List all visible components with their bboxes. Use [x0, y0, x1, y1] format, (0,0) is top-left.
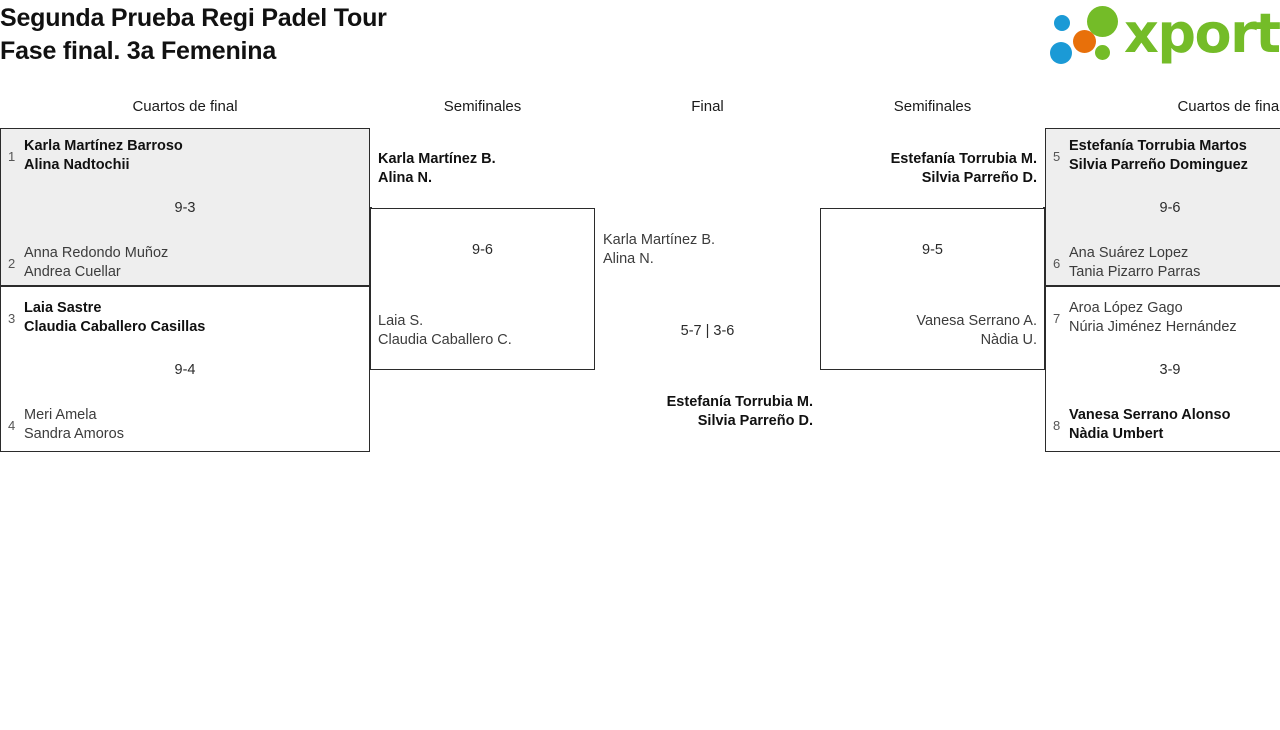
- team-name-loser[interactable]: Vanesa Serrano A. Nàdia U.: [824, 312, 1037, 350]
- player-name-line: Estefanía Torrubia M.: [666, 394, 813, 410]
- xporty-logo[interactable]: xporty: [1048, 2, 1280, 68]
- match-box-quarterfinal-4[interactable]: [1045, 286, 1280, 452]
- match-score: 9-4: [174, 362, 196, 378]
- seed-number: 7: [1053, 311, 1061, 326]
- seed-number: 2: [8, 256, 16, 271]
- team-name-champion[interactable]: Estefanía Torrubia M. Silvia Parreño D.: [600, 393, 813, 431]
- player-name-line: Alina Nadtochii: [24, 157, 130, 173]
- match-score: 3-9: [1159, 362, 1181, 378]
- player-name-line: Silvia Parreño D.: [921, 170, 1037, 186]
- team-name-loser[interactable]: Ana Suárez Lopez Tania Pizarro Parras: [1069, 244, 1200, 282]
- round-header-quarterfinals-left: Cuartos de final: [132, 98, 238, 115]
- match-score-final: 5-7 | 3-6: [680, 323, 735, 339]
- match-box-quarterfinal-2[interactable]: [0, 286, 370, 452]
- logo-dot-green-large-icon: [1087, 6, 1118, 37]
- player-name-line: Anna Redondo Muñoz: [24, 245, 169, 261]
- match-box-semifinal-2[interactable]: [820, 208, 1045, 370]
- match-box-quarterfinal-3[interactable]: [1045, 128, 1280, 286]
- player-name-line: Alina N.: [378, 170, 432, 186]
- player-name-line: Karla Martínez B.: [603, 232, 716, 248]
- round-header-semifinals-left: Semifinales: [443, 98, 522, 115]
- connector-line-left: [370, 207, 372, 208]
- match-score: 9-3: [174, 200, 196, 216]
- team-name-loser[interactable]: Meri Amela Sandra Amoros: [24, 406, 124, 444]
- match-score: 9-6: [1159, 200, 1181, 216]
- page-title: Segunda Prueba Regi Padel Tour Fase fina…: [0, 2, 387, 68]
- player-name-line: Tania Pizarro Parras: [1069, 264, 1201, 280]
- player-name-line: Estefanía Torrubia M.: [890, 151, 1037, 167]
- team-name-winner[interactable]: Estefanía Torrubia M. Silvia Parreño D.: [824, 150, 1037, 188]
- player-name-line: Laia S.: [378, 313, 424, 329]
- player-name-line: Silvia Parreño Dominguez: [1069, 157, 1248, 173]
- team-name-winner[interactable]: Karla Martínez B. Alina N.: [378, 150, 496, 188]
- seed-number: 6: [1053, 256, 1061, 271]
- match-score: 9-5: [922, 242, 943, 258]
- team-name-winner[interactable]: Estefanía Torrubia Martos Silvia Parreño…: [1069, 137, 1248, 175]
- player-name-line: Claudia Caballero C.: [378, 332, 512, 348]
- connector-line-right: [1043, 207, 1045, 208]
- logo-dot-blue-small-icon: [1054, 15, 1070, 31]
- player-name-line: Sandra Amoros: [24, 426, 124, 442]
- player-name-line: Andrea Cuellar: [24, 264, 121, 280]
- seed-number: 4: [8, 418, 16, 433]
- player-name-line: Karla Martínez B.: [378, 151, 496, 167]
- player-name-line: Núria Jiménez Hernández: [1069, 319, 1237, 335]
- player-name-line: Vanesa Serrano A.: [916, 313, 1037, 329]
- tournament-name: Segunda Prueba Regi Padel Tour: [0, 4, 387, 32]
- round-header-quarterfinals-right: Cuartos de final: [1177, 98, 1280, 115]
- tournament-phase: Fase final. 3a Femenina: [0, 37, 277, 65]
- player-name-line: Vanesa Serrano Alonso: [1069, 407, 1231, 423]
- seed-number: 1: [8, 149, 16, 164]
- team-name-winner[interactable]: Vanesa Serrano Alonso Nàdia Umbert: [1069, 406, 1230, 444]
- seed-number: 5: [1053, 149, 1061, 164]
- match-box-quarterfinal-1[interactable]: [0, 128, 370, 286]
- player-name-line: Laia Sastre: [24, 300, 102, 316]
- player-name-line: Estefanía Torrubia Martos: [1069, 138, 1247, 154]
- logo-dot-blue-large-icon: [1050, 42, 1072, 64]
- team-name-loser[interactable]: Anna Redondo Muñoz Andrea Cuellar: [24, 244, 168, 282]
- team-name-winner[interactable]: Laia Sastre Claudia Caballero Casillas: [24, 299, 205, 337]
- team-name-finalist-runnerup[interactable]: Karla Martínez B. Alina N.: [603, 231, 715, 269]
- seed-number: 8: [1053, 418, 1061, 433]
- player-name-line: Silvia Parreño D.: [697, 413, 813, 429]
- team-name-loser[interactable]: Laia S. Claudia Caballero C.: [378, 312, 512, 350]
- player-name-line: Karla Martínez Barroso: [24, 138, 183, 154]
- logo-dot-green-small-icon: [1095, 45, 1110, 60]
- player-name-line: Alina N.: [603, 251, 654, 267]
- match-score: 9-6: [472, 242, 493, 258]
- seed-number: 3: [8, 311, 16, 326]
- team-name-loser[interactable]: Aroa López Gago Núria Jiménez Hernández: [1069, 299, 1237, 337]
- page-header: Segunda Prueba Regi Padel Tour Fase fina…: [0, 0, 1280, 92]
- player-name-line: Meri Amela: [24, 407, 97, 423]
- round-header-final: Final: [691, 98, 724, 115]
- logo-dot-orange-icon: [1073, 30, 1096, 53]
- logo-wordmark: xporty: [1124, 2, 1280, 65]
- player-name-line: Aroa López Gago: [1069, 300, 1183, 316]
- player-name-line: Claudia Caballero Casillas: [24, 319, 206, 335]
- team-name-winner[interactable]: Karla Martínez Barroso Alina Nadtochii: [24, 137, 183, 175]
- logo-dots-icon: [1048, 4, 1126, 68]
- round-header-semifinals-right: Semifinales: [893, 98, 972, 115]
- player-name-line: Nàdia U.: [980, 332, 1037, 348]
- match-box-semifinal-1[interactable]: [370, 208, 595, 370]
- player-name-line: Nàdia Umbert: [1069, 426, 1164, 442]
- player-name-line: Ana Suárez Lopez: [1069, 245, 1189, 261]
